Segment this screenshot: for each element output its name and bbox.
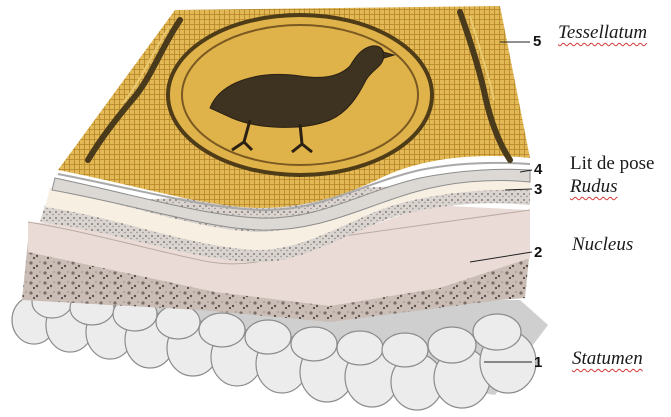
layer-1-number: 1 [534,354,542,371]
layer-2-number: 2 [534,244,542,261]
layer-4-label: Lit de pose [570,153,654,175]
layer-2-label: Nucleus [572,234,633,256]
layer-3-label: Rudus [570,176,618,198]
layer-1-label: Statumen [572,348,643,370]
layer-5-label: Tessellatum [558,22,647,44]
layer-3-number: 3 [534,181,542,198]
layer-4-number: 4 [534,161,542,178]
layer-5-number: 5 [533,33,541,50]
